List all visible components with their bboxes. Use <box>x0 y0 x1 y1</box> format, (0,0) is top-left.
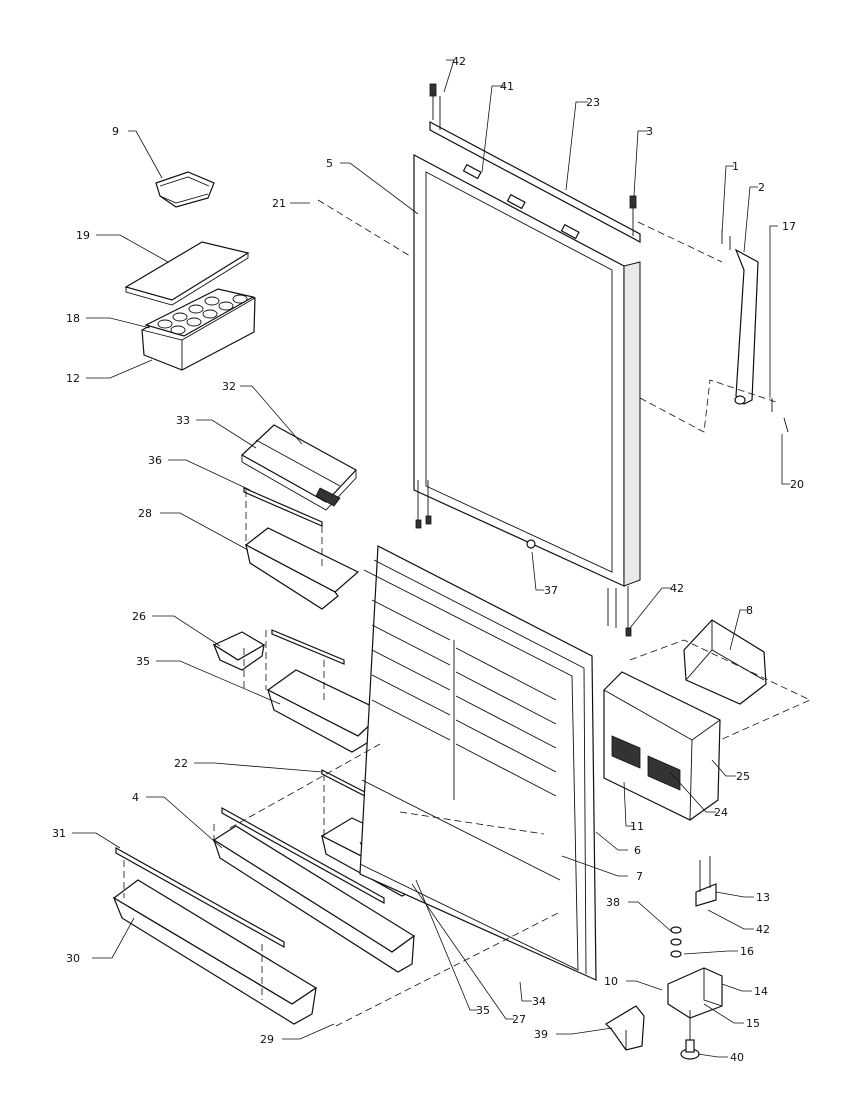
callout-27: 27 <box>512 1013 526 1026</box>
part-32-dairy-door[interactable] <box>240 424 357 511</box>
callout-33: 33 <box>176 414 190 427</box>
callout-17: 17 <box>782 220 796 233</box>
callout-34: 34 <box>532 995 546 1008</box>
part-24-ice-maker-housing[interactable] <box>603 671 721 821</box>
callout-26: 26 <box>132 610 146 623</box>
part-5-door-frame[interactable] <box>413 154 641 587</box>
part-2-handle[interactable] <box>734 248 759 405</box>
callout-19: 19 <box>76 229 90 242</box>
callout-32: 32 <box>222 380 236 393</box>
callout-4: 4 <box>132 791 139 804</box>
callout-12: 12 <box>66 372 80 385</box>
callout-5: 5 <box>326 157 333 170</box>
callout-23: 23 <box>586 96 600 109</box>
callout-25: 25 <box>736 770 750 783</box>
part-14-hinge-bracket[interactable] <box>667 967 723 1019</box>
alignment-lines <box>123 199 811 1027</box>
part-16-bushing[interactable] <box>670 926 682 958</box>
callout-38: 38 <box>606 896 620 909</box>
callout-24: 24 <box>714 806 728 819</box>
callout-21: 21 <box>272 197 286 210</box>
callout-8: 8 <box>746 604 753 617</box>
part-30-bottom-bin[interactable] <box>112 879 318 1025</box>
callout-30: 30 <box>66 952 80 965</box>
callout-42: 42 <box>452 55 466 68</box>
callout-40: 40 <box>730 1051 744 1064</box>
part-35-door-bin-mid[interactable] <box>266 669 386 753</box>
callout-29: 29 <box>260 1033 274 1046</box>
part-4-door-shelf[interactable] <box>212 806 416 973</box>
part-40-leveling-foot[interactable] <box>680 1010 700 1060</box>
callout-labels: 42 41 23 3 9 5 1 2 17 21 19 18 12 32 33 … <box>52 55 804 1064</box>
callout-15: 15 <box>746 1017 760 1030</box>
part-28-door-bin[interactable] <box>244 527 360 610</box>
callout-36: 36 <box>148 454 162 467</box>
callout-3: 3 <box>646 125 653 138</box>
callout-35: 35 <box>476 1004 490 1017</box>
part-13-hinge-plate[interactable] <box>695 856 717 907</box>
callout-41: 41 <box>500 80 514 93</box>
part-26-egg-bin[interactable] <box>212 631 266 671</box>
callout-7: 7 <box>636 870 643 883</box>
callout-39: 39 <box>534 1028 548 1041</box>
callout-1: 1 <box>732 160 739 173</box>
callout-18: 18 <box>66 312 80 325</box>
callout-16: 16 <box>740 945 754 958</box>
callout-10: 10 <box>604 975 618 988</box>
callout-13: 13 <box>756 891 770 904</box>
callout-9: 9 <box>112 125 119 138</box>
part-31-bar[interactable] <box>115 846 285 949</box>
callout-42: 42 <box>756 923 770 936</box>
part-23-top-strip[interactable] <box>429 121 641 243</box>
callout-20: 20 <box>790 478 804 491</box>
callout-42: 42 <box>670 582 684 595</box>
callout-37: 37 <box>544 584 558 597</box>
part-9-tray[interactable] <box>155 171 215 208</box>
callout-6: 6 <box>634 844 641 857</box>
callout-11: 11 <box>630 820 644 833</box>
part-19-lid[interactable] <box>124 241 250 306</box>
callout-28: 28 <box>138 507 152 520</box>
part-6-cabinet[interactable] <box>359 545 597 981</box>
callout-22: 22 <box>174 757 188 770</box>
leader-lines <box>72 59 790 1058</box>
part-39-bracket[interactable] <box>605 1005 645 1051</box>
callout-14: 14 <box>754 985 768 998</box>
callout-35: 35 <box>136 655 150 668</box>
screws <box>415 83 789 637</box>
part-18-ice-tray[interactable] <box>144 288 255 337</box>
callout-31: 31 <box>52 827 66 840</box>
part-8-cover[interactable] <box>683 619 767 705</box>
callout-2: 2 <box>758 181 765 194</box>
part-35-bar[interactable] <box>271 629 345 665</box>
